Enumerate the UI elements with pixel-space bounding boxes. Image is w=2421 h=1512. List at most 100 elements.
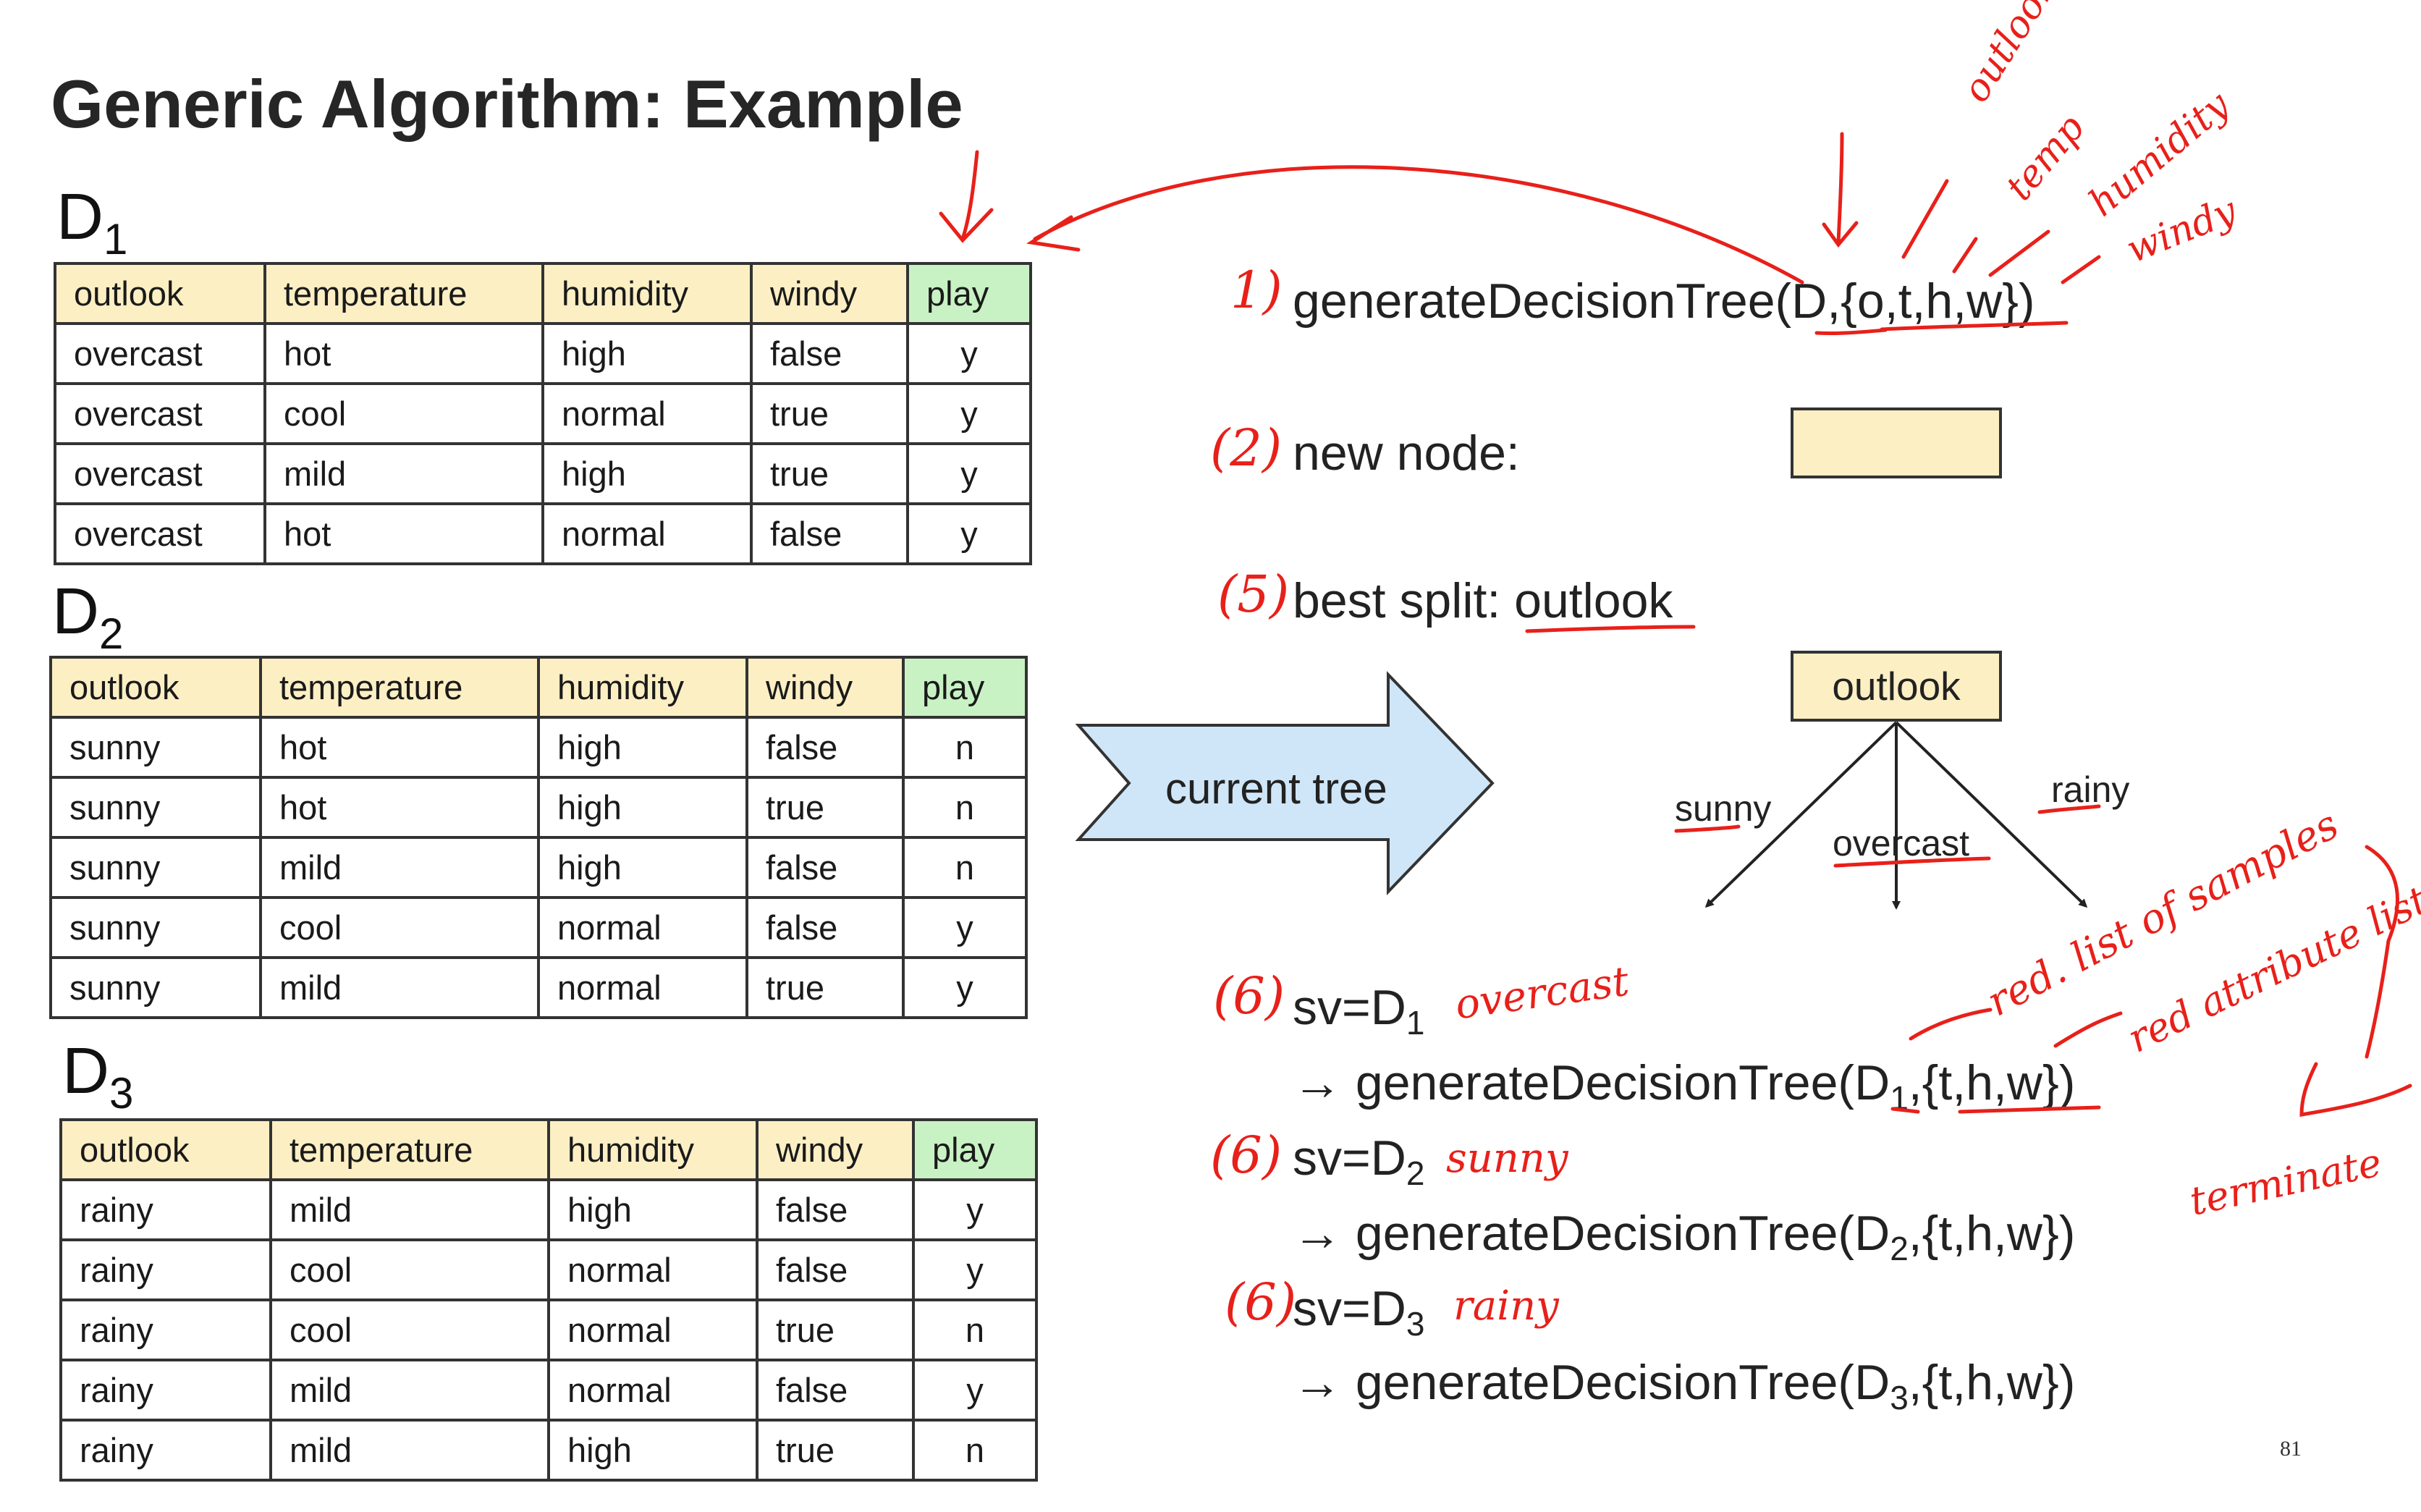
cell-temperature: cool	[269, 1238, 550, 1301]
header-play: play	[902, 656, 1028, 719]
new-node-box	[1791, 407, 2002, 478]
outlook-underline	[1525, 625, 1696, 633]
cell-windy: true	[745, 956, 905, 1019]
cell-windy: true	[756, 1419, 915, 1482]
current-tree-arrow	[1075, 671, 1495, 895]
edge-sunny	[1704, 721, 1898, 908]
cell-humidity: normal	[541, 502, 753, 565]
page-number: 81	[2280, 1437, 2302, 1461]
dataset-table-d3: outlook temperature humidity windy play …	[59, 1118, 1038, 1482]
cell-windy: false	[756, 1359, 915, 1422]
cell-outlook: sunny	[49, 716, 262, 779]
cell-humidity: normal	[537, 956, 748, 1019]
cell-humidity: normal	[547, 1238, 759, 1301]
header-temperature: temperature	[269, 1118, 550, 1181]
cell-temperature: mild	[259, 956, 540, 1019]
cell-play: n	[912, 1298, 1038, 1361]
cell-windy: true	[756, 1298, 915, 1361]
cell-play: y	[912, 1359, 1038, 1422]
slide-title: Generic Algorithm: Example	[51, 66, 963, 142]
side-note-bracket	[2299, 845, 2412, 1117]
step-generate-call: generateDecisionTree(D,{o,t,h,w})	[1293, 274, 2035, 329]
dataset-table-d1: outlook temperature humidity windy play …	[54, 262, 1032, 565]
call1-underlines	[1890, 1105, 2101, 1114]
cell-temperature: hot	[263, 322, 544, 385]
branch-rainy: rainy	[2051, 769, 2130, 810]
branch-underlines	[1674, 804, 2101, 868]
cell-temperature: mild	[269, 1178, 550, 1241]
call-line-2: → generateDecisionTree(D2,{t,h,w})	[1293, 1206, 2076, 1267]
cell-humidity: normal	[547, 1298, 759, 1361]
cell-temperature: cool	[259, 896, 540, 959]
dataset-label-d2: D2	[52, 575, 124, 658]
best-split-value: outlook	[1514, 573, 1673, 628]
header-windy: windy	[750, 262, 909, 325]
cell-humidity: normal	[537, 896, 748, 959]
header-humidity: humidity	[541, 262, 753, 325]
dataset-table-d2: outlook temperature humidity windy play …	[49, 656, 1028, 1019]
d-marker-arrow	[1822, 132, 1859, 248]
header-play: play	[906, 262, 1032, 325]
cell-humidity: high	[547, 1178, 759, 1241]
cell-play: y	[906, 382, 1032, 445]
cell-temperature: mild	[263, 442, 544, 505]
cell-humidity: high	[537, 836, 748, 899]
cell-outlook: overcast	[54, 322, 266, 385]
sv-line-3: sv=D3	[1293, 1281, 1425, 1343]
cell-outlook: overcast	[54, 382, 266, 445]
call-line-3: → generateDecisionTree(D3,{t,h,w})	[1293, 1355, 2076, 1416]
header-humidity: humidity	[547, 1118, 759, 1181]
step-marker-6b: (6)	[1210, 1125, 1283, 1185]
cell-play: y	[902, 956, 1028, 1019]
sv-line-1: sv=D1	[1293, 980, 1425, 1042]
cell-windy: false	[745, 896, 905, 959]
sv-line-2: sv=D2	[1293, 1131, 1425, 1192]
call-line-1: → generateDecisionTree(D1,{t,h,w})	[1293, 1055, 2076, 1117]
cell-temperature: cool	[269, 1298, 550, 1361]
note-sunny: sunny	[1446, 1135, 1568, 1182]
cell-play: y	[906, 502, 1032, 565]
tree-root-node: outlook	[1791, 651, 2002, 722]
cell-outlook: overcast	[54, 442, 266, 505]
cell-temperature: mild	[259, 836, 540, 899]
cell-temperature: hot	[259, 776, 540, 839]
step-best-split: best split: outlook	[1293, 573, 1673, 628]
table-header-row: outlook temperature humidity windy play	[59, 1118, 1038, 1181]
branch-sunny: sunny	[1675, 788, 1772, 829]
call-underlines	[1814, 321, 2069, 336]
cell-play: n	[902, 716, 1028, 779]
step-marker-6a: (6)	[1213, 966, 1285, 1026]
cell-play: n	[912, 1419, 1038, 1482]
header-outlook: outlook	[49, 656, 262, 719]
cell-humidity: high	[537, 716, 748, 779]
cell-play: n	[902, 776, 1028, 839]
step-marker-5: (5)	[1217, 565, 1290, 624]
step-new-node: new node:	[1293, 426, 1520, 481]
cell-play: y	[906, 322, 1032, 385]
cell-humidity: normal	[547, 1359, 759, 1422]
current-tree-label: current tree	[1165, 764, 1387, 813]
play-column-arrow	[939, 150, 994, 243]
cell-play: y	[912, 1238, 1038, 1301]
cell-windy: false	[756, 1178, 915, 1241]
cell-outlook: sunny	[49, 956, 262, 1019]
cell-humidity: normal	[541, 382, 753, 445]
cell-outlook: sunny	[49, 896, 262, 959]
branch-overcast: overcast	[1833, 823, 1969, 863]
header-temperature: temperature	[259, 656, 540, 719]
cell-windy: false	[750, 502, 909, 565]
cell-play: y	[902, 896, 1028, 959]
cell-play: n	[902, 836, 1028, 899]
